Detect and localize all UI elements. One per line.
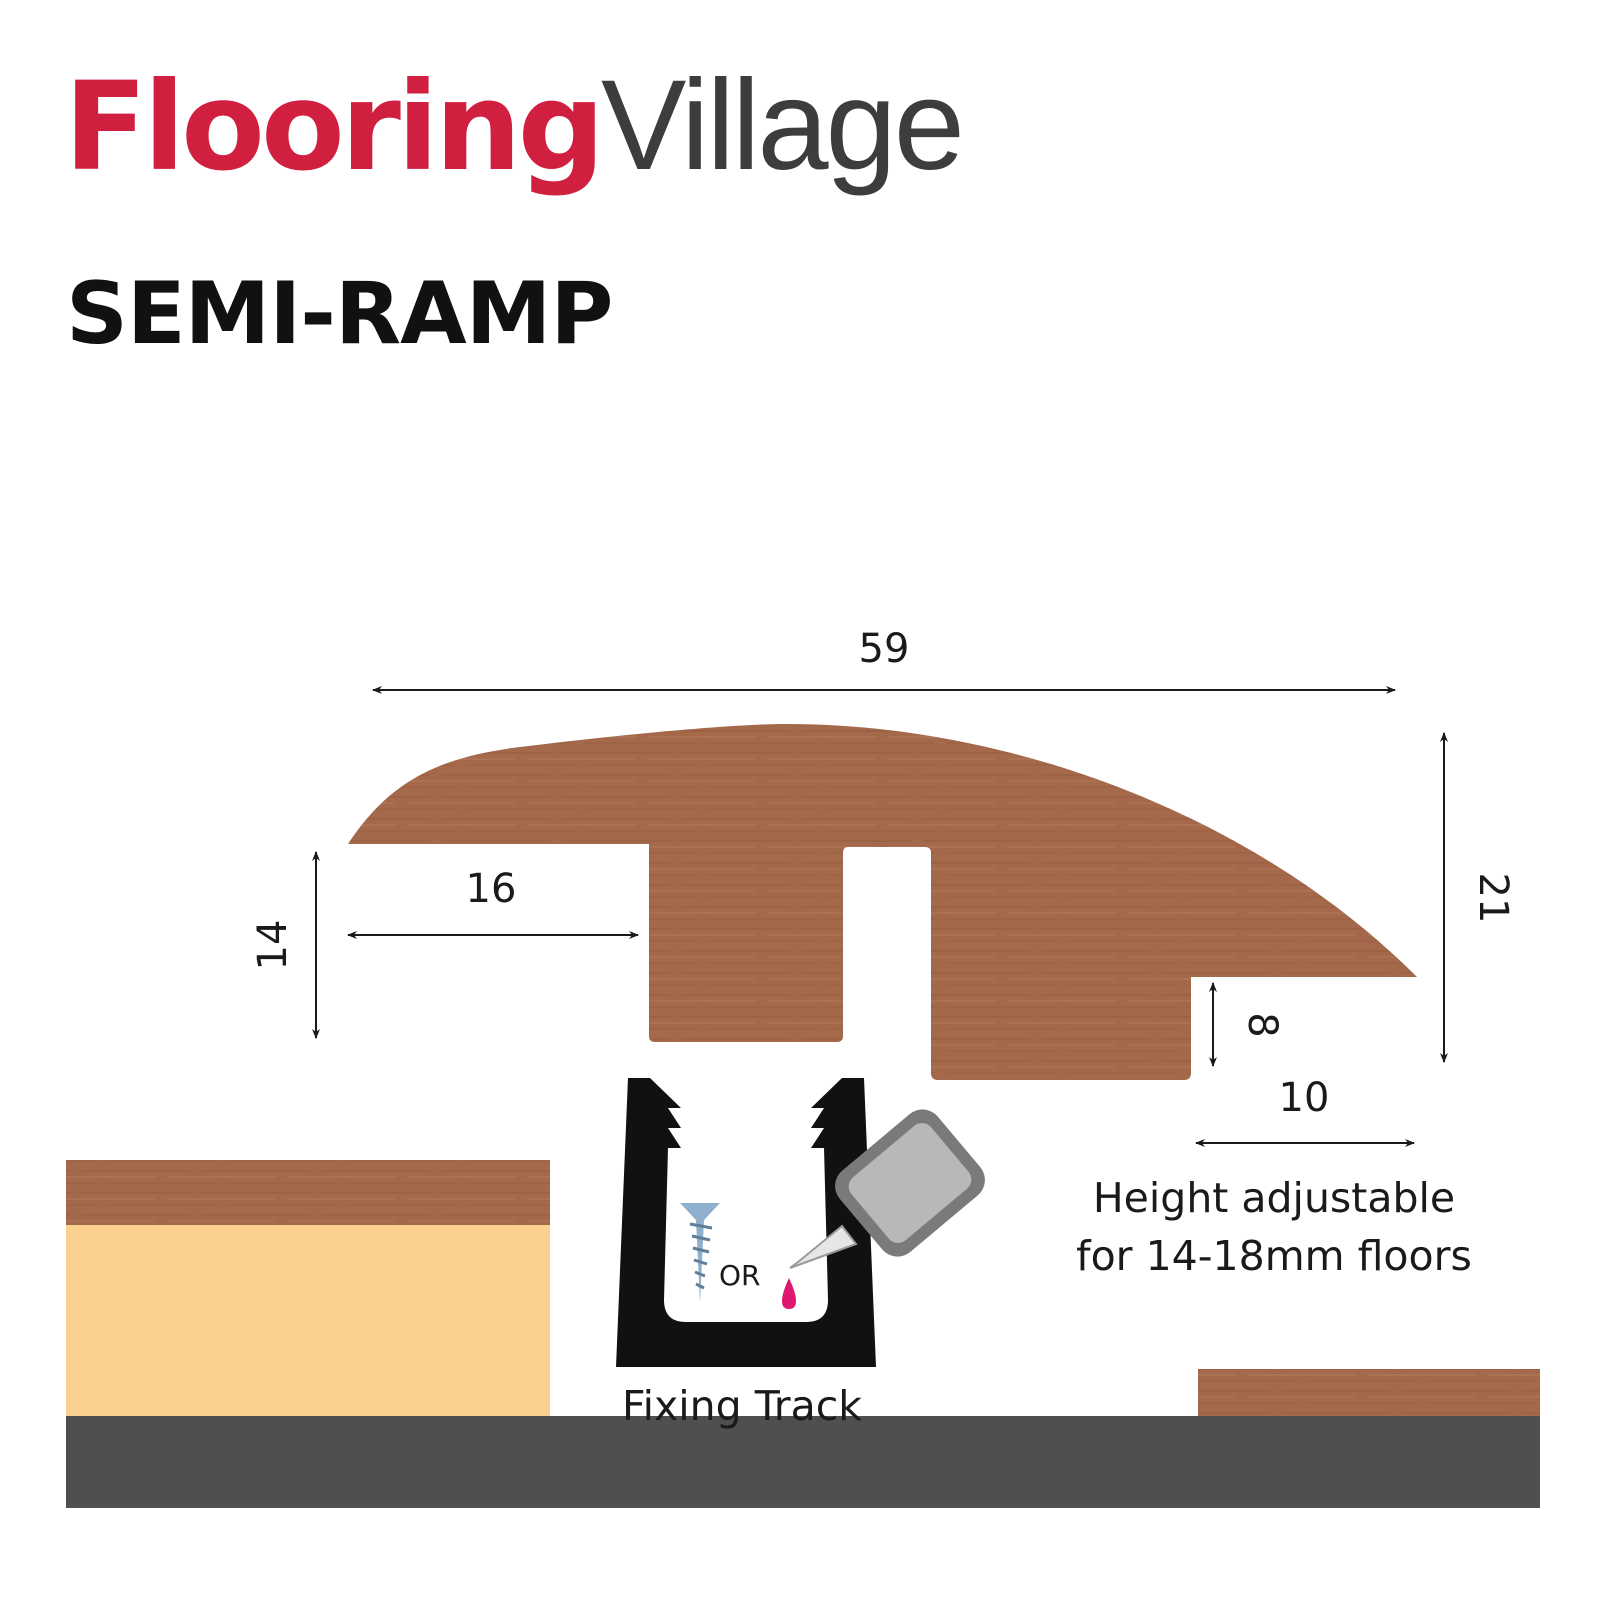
dimension-label-14: 14 (250, 920, 296, 971)
fixing-or-label: OR (719, 1259, 761, 1292)
dimension-label-10: 10 (1279, 1075, 1330, 1121)
brand-logo: FlooringVillage (64, 52, 965, 212)
page-title: SEMI-RAMP (66, 264, 613, 364)
dimension-label-8: 8 (1239, 1012, 1285, 1037)
dimension-label-16: 16 (466, 866, 517, 912)
glue-drop-icon (782, 1278, 796, 1309)
brand-logo-village: Village (600, 54, 965, 197)
screw-icon (680, 1203, 720, 1303)
adhesive-tube-icon (789, 1109, 985, 1269)
dimension-label-59: 59 (859, 626, 910, 672)
height-note-line2: for 14-18mm floors (1076, 1232, 1472, 1280)
brand-logo-flooring: Flooring (64, 56, 605, 198)
dimension-label-21: 21 (1470, 873, 1516, 924)
height-note-line1: Height adjustable (1093, 1174, 1455, 1222)
subfloor-base (66, 1416, 1540, 1508)
left-floor-underlay (66, 1225, 550, 1416)
fixing-track-label: Fixing Track (622, 1382, 862, 1430)
fixing-track (616, 1078, 876, 1367)
